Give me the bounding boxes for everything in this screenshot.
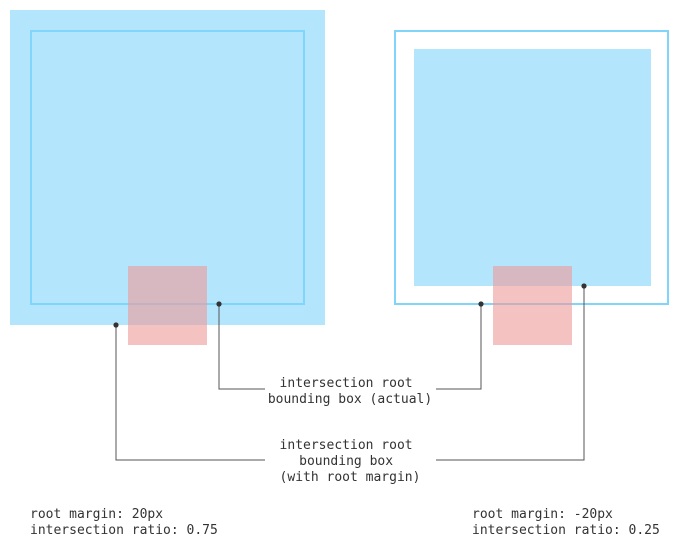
leader-line-left-margin [115,325,265,461]
right-target-box [493,266,572,345]
leader-dot-right-actual [478,301,484,307]
leader-dot-left-margin [113,322,119,328]
right-caption: root margin: -20px intersection ratio: 0… [472,507,660,538]
leader-line-left-actual [218,304,265,390]
label-actual-line-1: intersection root [280,376,413,391]
leader-line-right-actual [436,304,482,390]
label-with-margin-line-2: bounding box [299,454,393,469]
leader-line-right-margin [436,286,585,461]
left-target-box [128,266,207,345]
right-ratio-label: intersection ratio: 0.25 [472,523,660,538]
label-with-margin: intersection root bounding box (with roo… [280,438,421,485]
leader-dot-right-margin [581,283,587,289]
label-with-margin-line-1: intersection root [280,438,413,453]
leader-lines-actual [218,304,482,390]
right-root-margin-label: root margin: -20px [472,507,613,522]
left-caption: root margin: 20px intersection ratio: 0.… [30,507,218,538]
right-root-margin-box [414,49,651,286]
left-root-margin-label: root margin: 20px [30,507,163,522]
left-ratio-label: intersection ratio: 0.75 [30,523,218,538]
label-actual: intersection root bounding box (actual) [268,376,432,407]
right-example [394,30,669,345]
label-actual-line-2: bounding box (actual) [268,392,432,407]
leader-lines-margin [115,286,585,461]
label-with-margin-line-3: (with root margin) [280,470,421,485]
left-example [10,10,325,345]
leader-dot-left-actual [216,301,222,307]
